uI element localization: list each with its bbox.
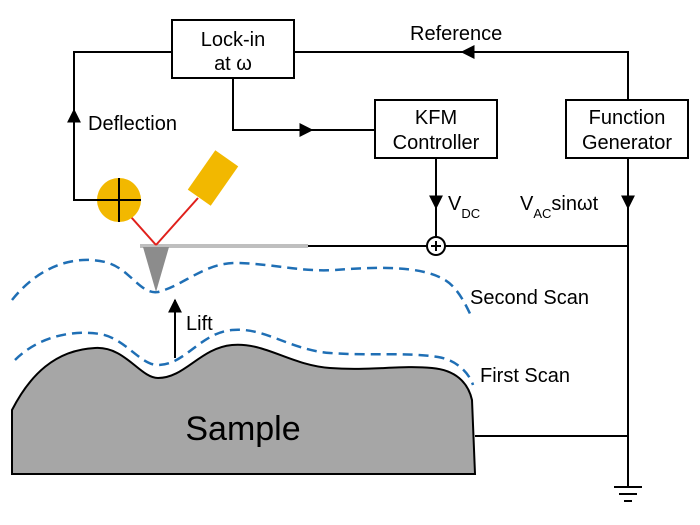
lift-label: Lift — [186, 313, 213, 335]
kfm-label-line2: Controller — [393, 132, 480, 154]
deflection-label: Deflection — [88, 113, 177, 135]
sample-body — [11, 343, 477, 475]
lockin-label-line2: at ω — [214, 53, 252, 75]
reference-wire — [294, 51, 629, 100]
first-scan-path — [14, 328, 475, 386]
first-scan-label: First Scan — [480, 365, 570, 387]
afm-tip — [143, 247, 169, 292]
vac-label: VACsinωt — [520, 193, 599, 221]
kfm-controller-box — [374, 99, 498, 159]
laser-beam-in — [155, 197, 199, 246]
lockin-box — [171, 19, 295, 79]
vdc-label: VDC — [448, 193, 480, 221]
kfm-label-line1: KFM — [415, 107, 457, 129]
laser-source — [187, 150, 239, 206]
sample-label: Sample — [185, 410, 300, 448]
function-generator-box — [565, 99, 689, 159]
funcgen-label-line2: Generator — [582, 132, 672, 154]
ground-icon — [614, 486, 642, 502]
reference-label: Reference — [410, 23, 502, 45]
lockin-to-kfm-wire — [232, 78, 375, 131]
funcgen-label-line1: Function — [589, 107, 666, 129]
lockin-label-line1: Lock-in — [201, 29, 265, 51]
second-scan-label: Second Scan — [470, 287, 589, 309]
second-scan-path — [11, 258, 474, 319]
